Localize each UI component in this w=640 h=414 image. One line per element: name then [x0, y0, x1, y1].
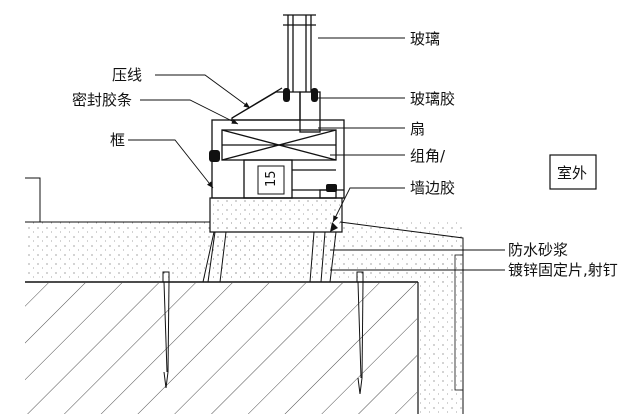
label-wall-sealant: 墙边胶: [410, 179, 455, 197]
dimension-label: 15: [264, 170, 279, 187]
label-sash: 扇: [410, 120, 425, 138]
sealant-beads: [209, 88, 338, 232]
leader-lines: [128, 37, 505, 271]
label-seal-strip: 密封胶条: [72, 91, 132, 109]
label-pressing-line: 压线: [112, 66, 142, 84]
label-corner-joint: 组角/: [410, 147, 446, 165]
glass-panes: [283, 14, 316, 92]
label-waterproof-mortar: 防水砂浆: [508, 241, 568, 259]
anchor-nails: [162, 271, 364, 395]
label-outdoor: 室外: [557, 164, 587, 182]
structural-wall-hatch: [25, 283, 417, 414]
label-galvanized-plate: 镀锌固定片,射钉: [508, 261, 618, 279]
break-line: [25, 177, 41, 222]
waterproof-mortar: [202, 197, 343, 283]
label-glass-sealant: 玻璃胶: [410, 90, 455, 108]
label-glass: 玻璃: [410, 30, 440, 48]
sash: [231, 87, 321, 133]
label-frame: 框: [110, 131, 125, 149]
outdoor-box: [549, 154, 597, 190]
dimension-15: 15: [257, 165, 285, 195]
galvanized-bracket: [207, 231, 326, 283]
